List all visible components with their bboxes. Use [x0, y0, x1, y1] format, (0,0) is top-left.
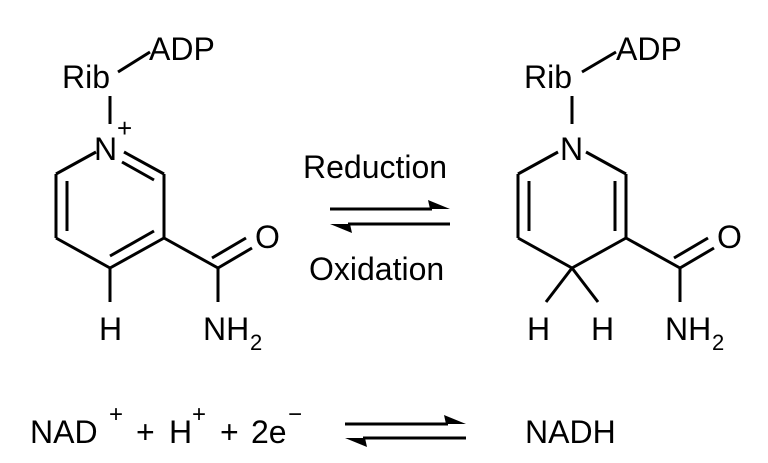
nadh-c4-h2-bond — [570, 267, 600, 303]
nadh-nh-subscript: 2 — [712, 330, 724, 355]
nad-ring-bond — [123, 150, 165, 176]
redox-equilibrium: Reduction Oxidation — [303, 149, 450, 287]
nad-adp-label: ADP — [149, 31, 215, 67]
oxidation-label: Oxidation — [309, 251, 444, 287]
nad-plus-structure: Rib ADP N + H O NH 2 — [54, 31, 280, 355]
equation-hydrogen: H — [169, 414, 192, 450]
nad-oxygen-label: O — [255, 219, 280, 255]
forward-arrow-head — [428, 200, 450, 209]
nad-carbonyl-bond — [217, 246, 253, 270]
nadh-ring-bond — [517, 150, 559, 176]
nad-rib-label: Rib — [62, 59, 110, 95]
nad-nh-label: NH — [203, 311, 249, 347]
nad-ring-bond — [109, 236, 165, 270]
nadh-carbonyl-bond — [679, 246, 715, 270]
nadh-hydrogen-label-1: H — [527, 311, 550, 347]
overall-equation: NAD + + H + + 2e − NADH — [30, 401, 616, 450]
equation-plus-1: + — [136, 414, 155, 450]
equation-hydrogen-charge: + — [192, 401, 206, 428]
equation-electron-charge: − — [288, 401, 302, 428]
nadh-hydrogen-label-2: H — [591, 311, 614, 347]
nad-ring-double-bond — [121, 160, 155, 182]
equation-electrons: 2e — [251, 414, 287, 450]
reverse-arrow-head — [330, 224, 352, 233]
nad-nh-subscript: 2 — [250, 330, 262, 355]
equation-nadh: NADH — [525, 414, 616, 450]
nadh-ring-bond — [571, 236, 627, 270]
nad-ring-double-bond — [109, 229, 155, 258]
nadh-adp-label: ADP — [616, 31, 682, 67]
nadh-amide-bond — [625, 236, 681, 270]
reduction-label: Reduction — [303, 149, 447, 185]
equation-plus-2: + — [220, 414, 239, 450]
nadh-oxygen-label: O — [717, 219, 742, 255]
nad-positive-charge: + — [117, 113, 132, 143]
nadh-c4-h1-bond — [544, 267, 574, 303]
nad-rib-adp-bond — [117, 50, 151, 74]
equation-reverse-arrow-head — [345, 438, 367, 447]
nad-ring-bond — [55, 236, 111, 270]
nad-nitrogen-label: N — [94, 131, 117, 167]
nadh-structure: Rib ADP N H H O NH 2 — [516, 31, 742, 355]
equation-nad-charge: + — [109, 401, 123, 428]
nad-amide-bond — [163, 236, 219, 270]
nadh-carbonyl-double-bond — [673, 236, 709, 260]
nad-ring-bond — [55, 150, 97, 176]
nadh-ring-bond — [517, 236, 573, 270]
nadh-nh-label: NH — [665, 311, 711, 347]
equation-forward-arrow-head — [444, 415, 466, 424]
nadh-rib-adp-bond — [581, 50, 617, 74]
equation-nad: NAD — [30, 414, 98, 450]
nadh-rib-label: Rib — [524, 59, 572, 95]
nadh-nitrogen-label: N — [560, 131, 583, 167]
nad-hydrogen-label: H — [99, 311, 122, 347]
nad-carbonyl-double-bond — [211, 236, 247, 260]
nadh-ring-bond — [585, 150, 627, 176]
